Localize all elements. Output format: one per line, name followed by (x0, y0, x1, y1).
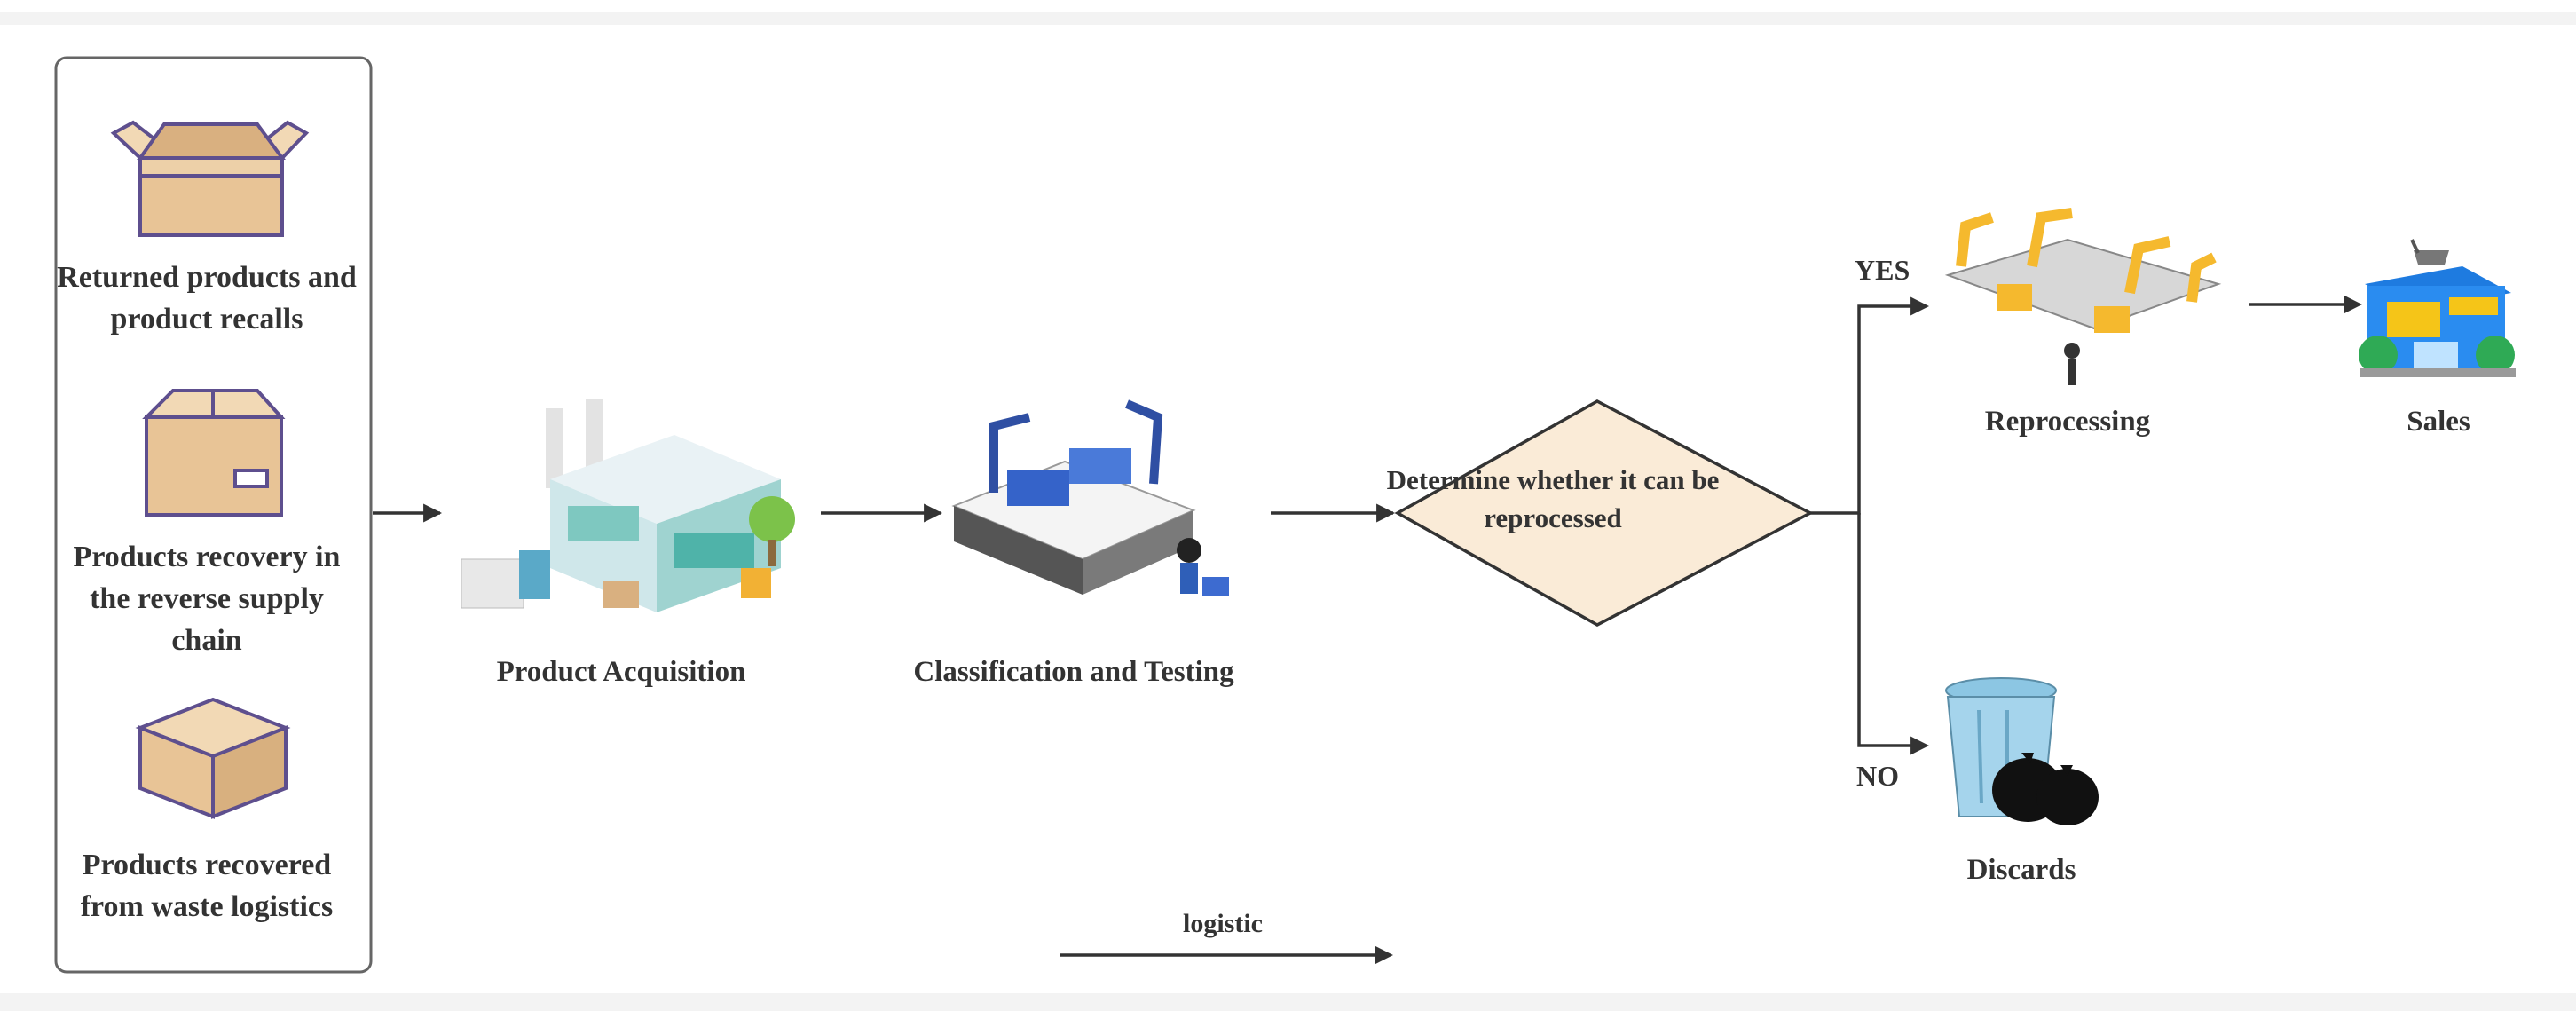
conveyor-robot-icon (951, 399, 1229, 596)
stage-label-sales: Sales (2407, 406, 2470, 438)
flow-arrows (373, 295, 2363, 965)
top-border (0, 12, 2576, 25)
source-label-returned: Returned products and product recalls (57, 261, 357, 336)
stage-label-acquisition: Product Acquisition (496, 656, 746, 688)
source-label-reverse-supply: Products recovery in the reverse supply … (73, 541, 341, 657)
decision-label: Determine whether it can be reprocessed (1386, 464, 1720, 533)
no-branch-label: NO (1856, 760, 1899, 792)
legend-label: logistic (1183, 909, 1263, 938)
source-label-waste-logistics: Products recovered from waste logistics (80, 849, 334, 923)
stage-label-reprocessing: Reprocessing (1984, 406, 2151, 438)
shop-icon (2359, 239, 2516, 377)
stage-label-classification: Classification and Testing (913, 656, 1234, 688)
closed-box-icon (142, 389, 286, 517)
decision-diamond (1394, 399, 1814, 627)
robot-assembly-line-icon (1944, 208, 2222, 385)
bottom-border (0, 993, 2576, 1011)
cube-box-icon (135, 697, 291, 819)
no-branch-arrow (1857, 513, 1930, 755)
trash-bin-icon (1945, 677, 2099, 825)
stage-label-discards: Discards (1966, 854, 2076, 886)
yes-branch-arrow (1810, 296, 1930, 515)
factory-icon (461, 399, 795, 612)
open-box-icon (110, 120, 310, 237)
source-group-frame (54, 56, 373, 974)
yes-branch-label: YES (1855, 254, 1910, 286)
